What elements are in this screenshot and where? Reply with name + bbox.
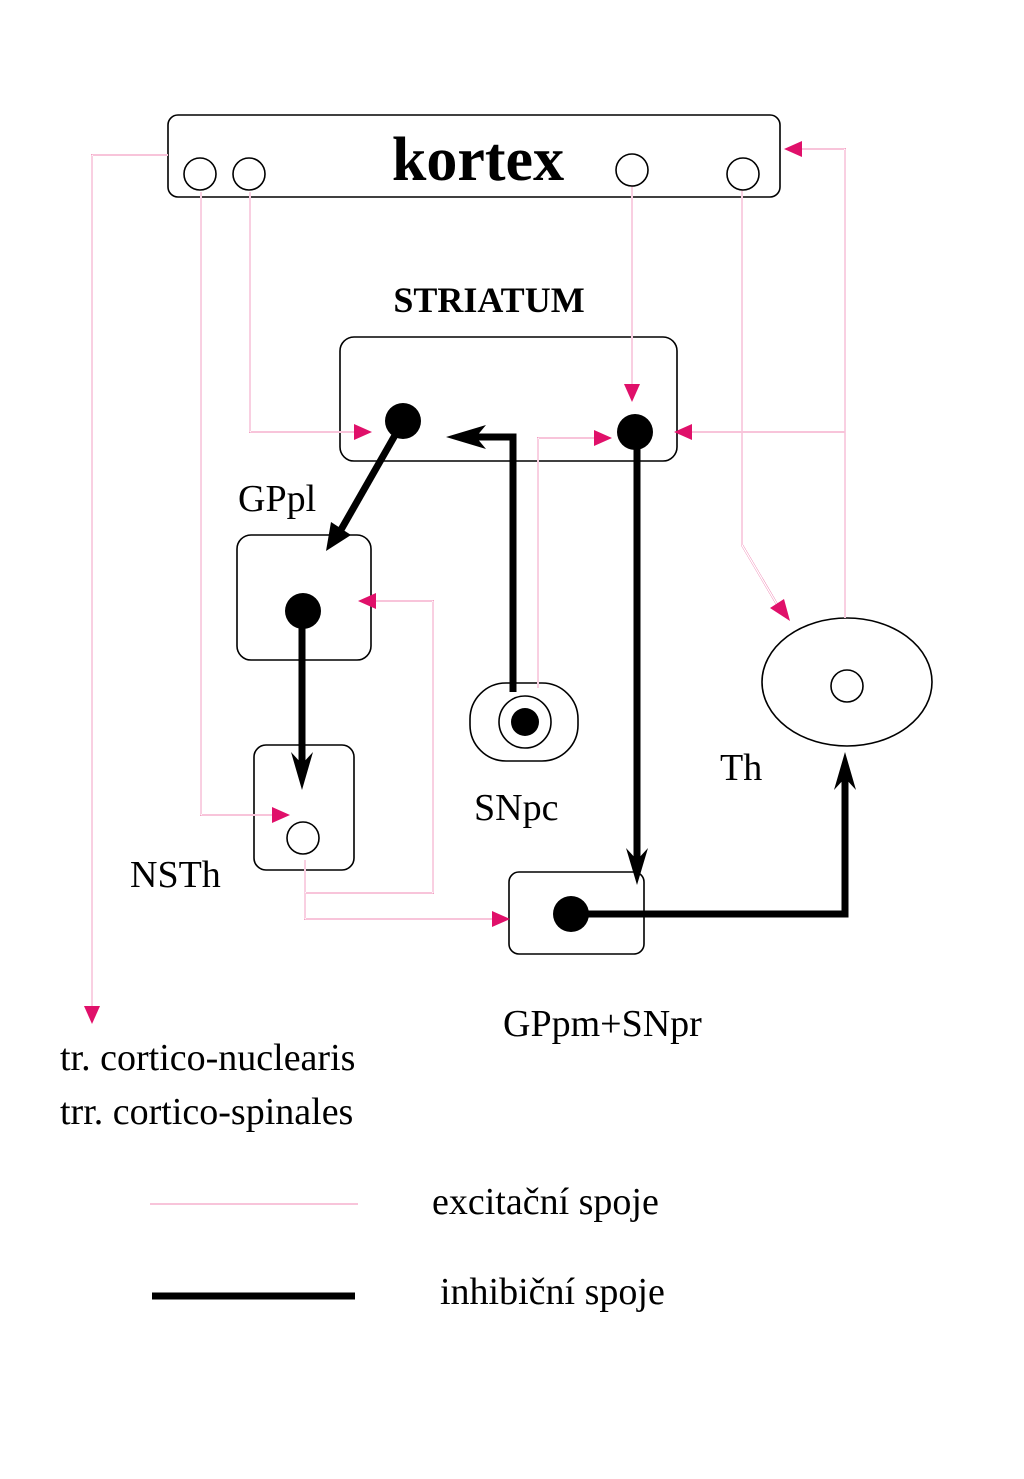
cortex-neuron-1 xyxy=(183,157,217,191)
striatum-box xyxy=(339,336,678,462)
striatum-neuron-left xyxy=(385,403,421,439)
neurons xyxy=(183,153,864,932)
gppm-snpr-label: GPpm+SNpr xyxy=(503,1003,702,1045)
tract-label-line2: trr. cortico-spinales xyxy=(60,1091,353,1133)
striatum-label: STRIATUM xyxy=(393,280,584,320)
excitatory-connections xyxy=(84,141,846,1024)
cortex-neuron-2 xyxy=(232,157,266,191)
nsth-label: NSTh xyxy=(130,854,221,896)
inh-striatum-to-gppl xyxy=(334,421,406,537)
thalamus-neuron xyxy=(830,669,864,703)
exc-nsth-to-gppm xyxy=(304,893,492,920)
legend: excitační spoje inhibiční spoje xyxy=(150,1181,665,1313)
inh-gppm-to-thalamus xyxy=(572,770,849,918)
inhibitory-connections xyxy=(291,421,856,918)
snpc-neuron xyxy=(511,708,539,736)
gppl-neuron xyxy=(285,593,321,629)
gppl-label: GPpl xyxy=(238,478,316,520)
exc-cortex-to-thalamus xyxy=(741,186,779,607)
nsth-neuron xyxy=(286,821,320,855)
exc-thalamus-to-cortex xyxy=(800,148,846,618)
tract-label-line1: tr. cortico-nuclearis xyxy=(60,1037,355,1079)
gppm-snpr-neuron xyxy=(553,896,589,932)
cortex-neuron-4 xyxy=(726,157,760,191)
snpc-label: SNpc xyxy=(474,787,558,829)
th-label: Th xyxy=(720,747,762,789)
legend-excitatory-label: excitační spoje xyxy=(432,1181,659,1223)
striatum-neuron-right xyxy=(617,414,653,450)
exc-snpc-to-striatum xyxy=(537,437,595,688)
cortex-neuron-3 xyxy=(615,153,649,187)
inh-snpc-to-striatum xyxy=(468,433,517,692)
legend-inhibitory-label: inhibiční spoje xyxy=(440,1271,665,1313)
cortex-label: kortex xyxy=(392,126,564,194)
